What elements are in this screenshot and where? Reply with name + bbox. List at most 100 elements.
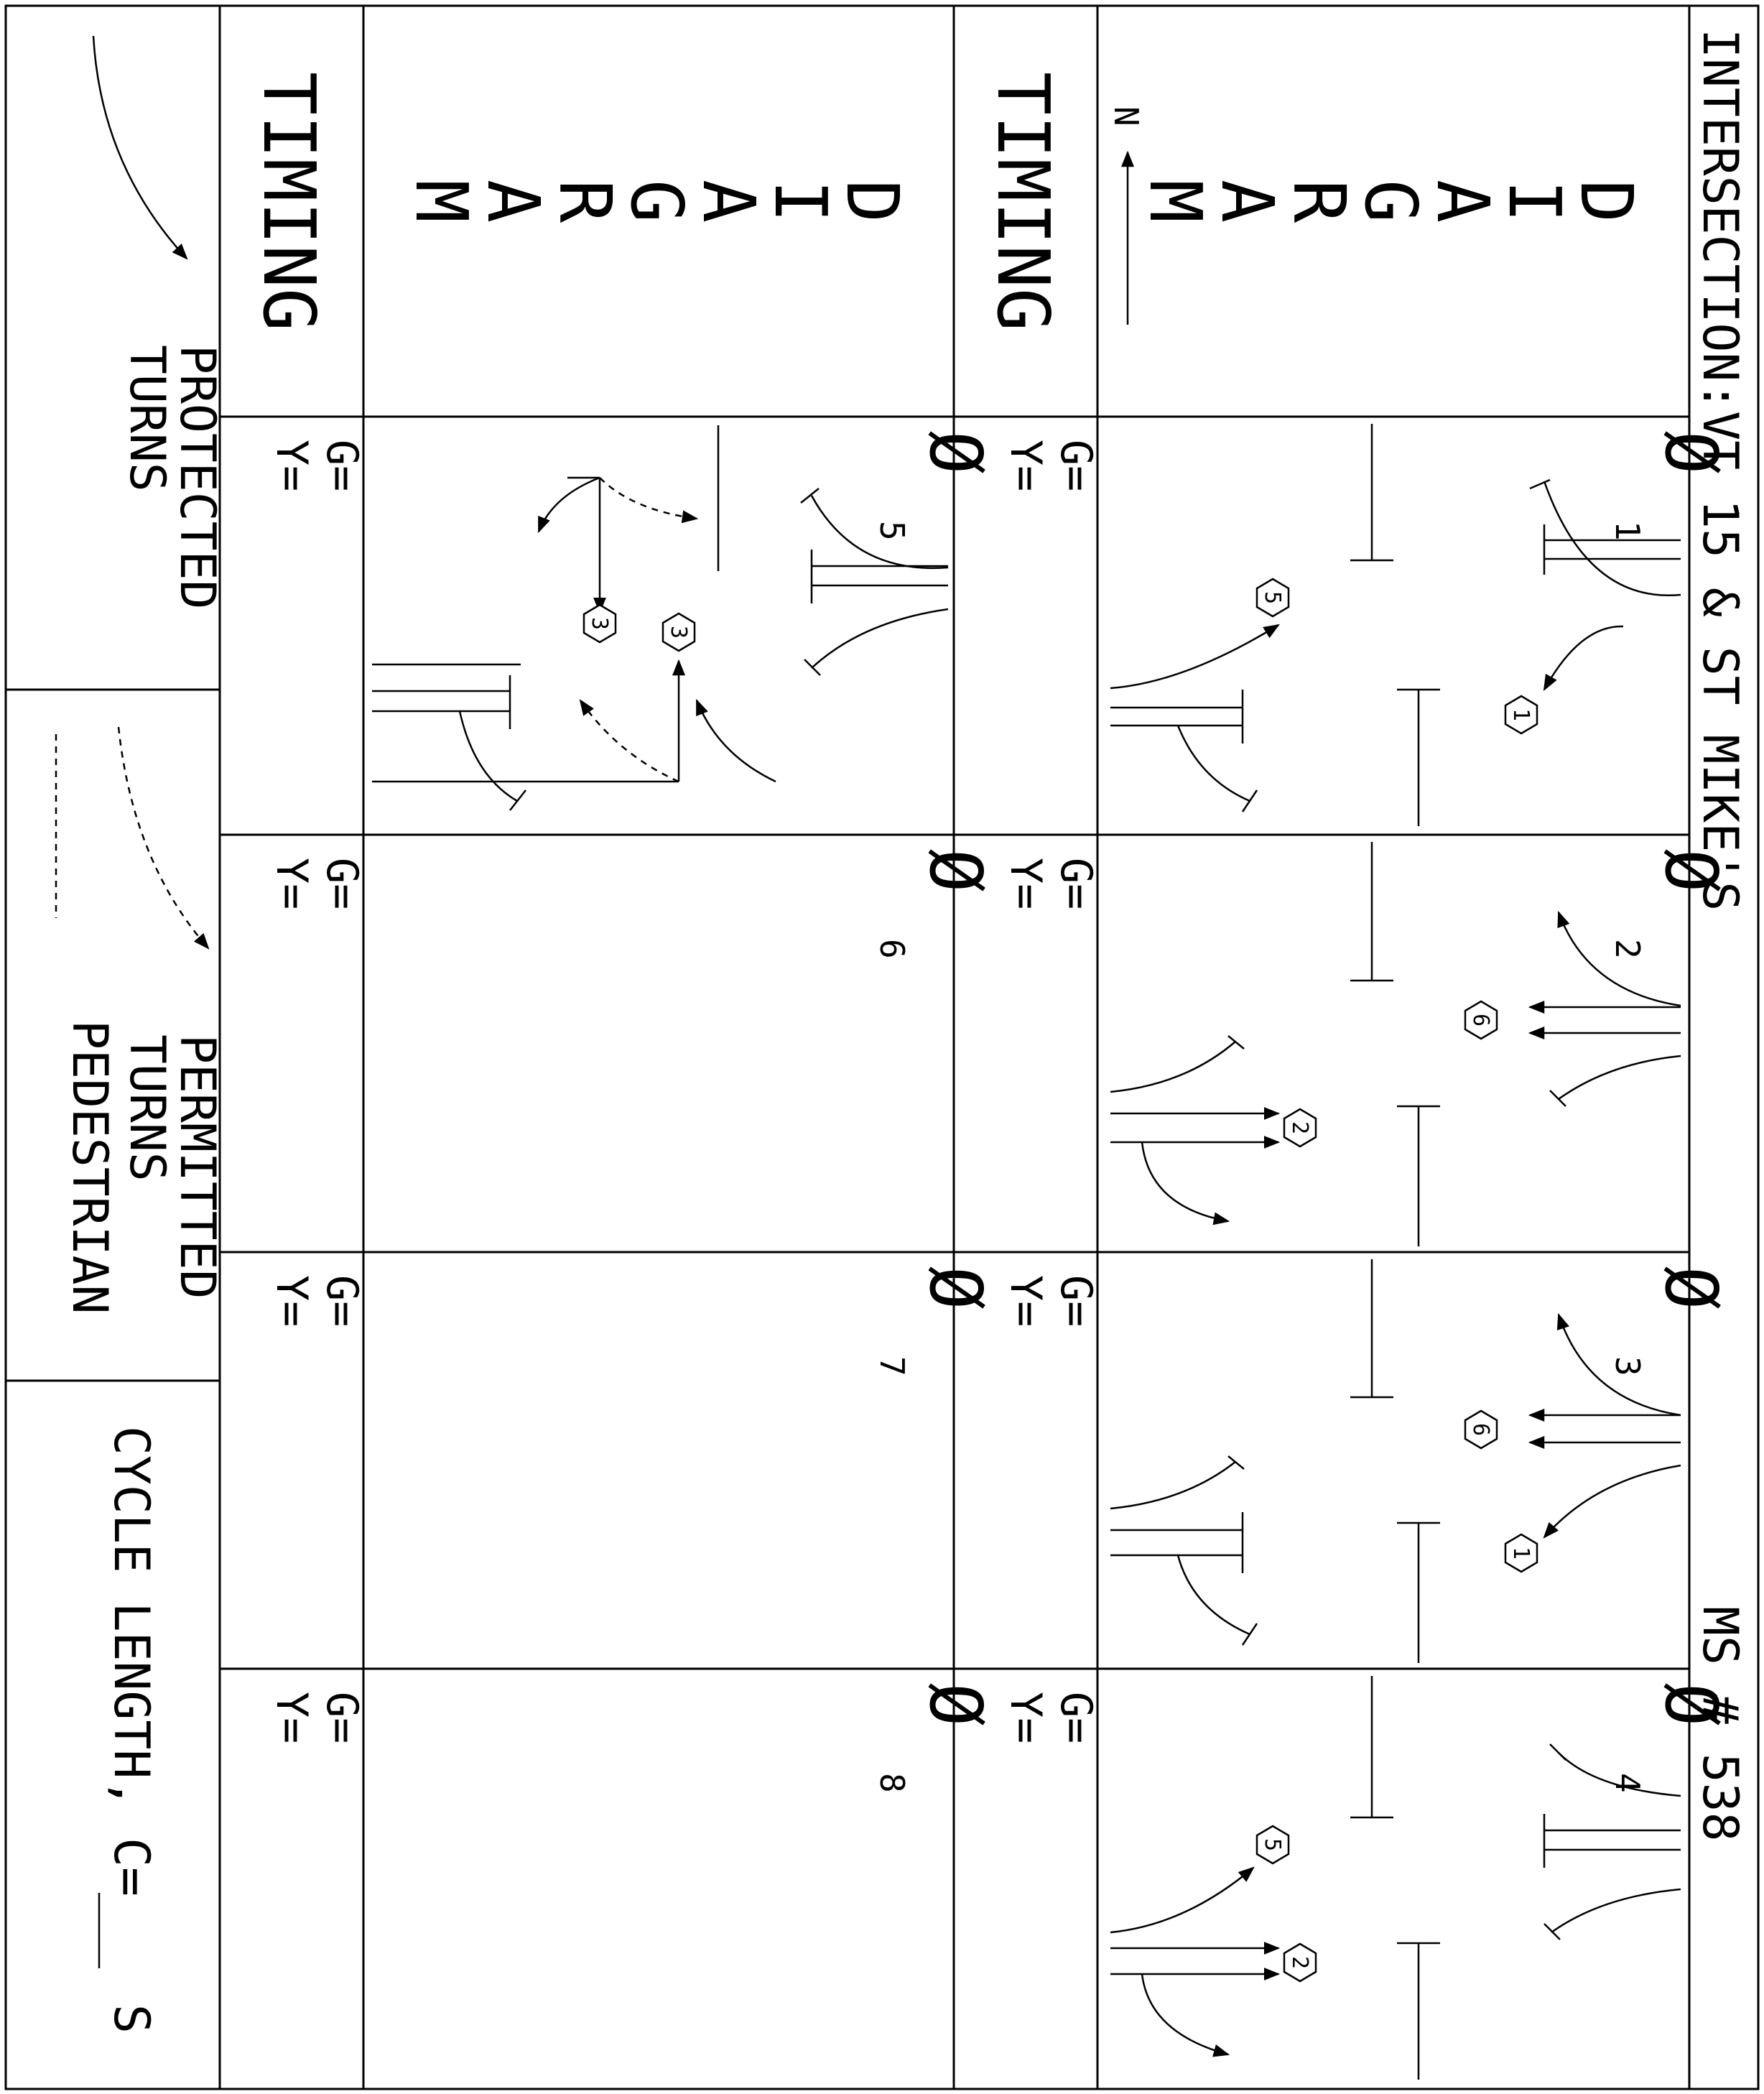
legend-protected-line2: TURNS [119, 345, 175, 492]
timing-cell-phase-8[interactable]: G= Y= [266, 1692, 367, 1743]
timing-cell-phase-2[interactable]: G= Y= [1001, 858, 1101, 909]
hex-badge-6: 6 [1464, 1409, 1498, 1450]
diagram-letter-d: D [830, 180, 914, 223]
phi-icon: Ø [1649, 1683, 1733, 1726]
diagram-letter-m: M [1133, 180, 1217, 223]
svg-text:6: 6 [1468, 1014, 1493, 1027]
phase-number: 7 [873, 1356, 911, 1376]
timing-label-top: TIMING [981, 72, 1065, 331]
phase-3-diagram: 6 1 [1110, 1259, 1681, 1663]
cycle-length-label: CYCLE LENGTH, C= [103, 1426, 159, 1896]
diagram-letter-m: M [399, 180, 483, 223]
phi-icon: Ø [914, 1683, 998, 1726]
legend-protected: PROTECTED TURNS [92, 35, 226, 609]
legend-protected-line1: PROTECTED [169, 345, 226, 609]
phi-icon: Ø [1649, 849, 1733, 892]
legend-permitted: PERMITTED TURNS [117, 726, 226, 1299]
phase-4-label: Ø 4 [1608, 1683, 1733, 1793]
phase-6-label: Ø 6 [873, 849, 998, 959]
phase-8-label: Ø 8 [873, 1683, 998, 1793]
cycle-length: CYCLE LENGTH, C= S [98, 1426, 159, 2034]
hex-badge-3: 3 [582, 603, 617, 644]
phase-1-label: Ø 1 [1608, 431, 1733, 541]
phase-number: 5 [873, 521, 911, 541]
green-time-label: G= [317, 440, 367, 491]
phase-1-diagram: 5 1 [1110, 424, 1681, 826]
timing-cell-phase-7[interactable]: G= Y= [266, 1275, 367, 1327]
legend-pedestrian-label: PEDESTRIAN [61, 1020, 118, 1314]
hex-badge-3: 3 [662, 612, 696, 652]
frame-grid [4, 4, 1760, 2090]
svg-text:3: 3 [587, 617, 612, 630]
hex-badge-2: 2 [1283, 1942, 1317, 1983]
diagram-letter-i: I [758, 180, 842, 223]
phi-icon: Ø [914, 849, 998, 892]
yellow-time-label: Y= [1001, 440, 1051, 491]
phase-number: 8 [873, 1773, 911, 1793]
diagram-letter-g: G [1349, 180, 1433, 223]
phase-number: 3 [1608, 1356, 1647, 1376]
yellow-time-label: Y= [266, 1692, 317, 1743]
green-time-label: G= [1051, 1275, 1101, 1327]
timing-cell-phase-4[interactable]: G= Y= [1001, 1692, 1101, 1743]
yellow-time-label: Y= [1001, 1692, 1051, 1743]
svg-text:5: 5 [1260, 591, 1285, 604]
cycle-unit-label: S [103, 2004, 159, 2034]
yellow-time-label: Y= [266, 1275, 317, 1327]
green-time-label: G= [1051, 440, 1101, 491]
svg-text:2: 2 [1287, 1121, 1312, 1134]
diagram-letter-a: A [687, 180, 771, 223]
phi-icon: Ø [1649, 431, 1733, 474]
phase-number: 6 [873, 939, 911, 959]
diagram-letter-g: G [615, 180, 699, 223]
timing-cell-phase-6[interactable]: G= Y= [266, 858, 367, 909]
intersection-title: INTERSECTION:VT 15 & ST MIKE'S [1691, 29, 1748, 911]
phase-number: 2 [1608, 939, 1647, 959]
green-time-label: G= [317, 1275, 367, 1327]
svg-text:3: 3 [666, 626, 691, 639]
phase-number: 1 [1608, 521, 1647, 541]
yellow-time-label: Y= [1001, 1275, 1051, 1327]
yellow-time-label: Y= [266, 858, 317, 909]
green-time-label: G= [1051, 858, 1101, 909]
svg-text:5: 5 [1260, 1838, 1285, 1851]
yellow-time-label: Y= [266, 440, 317, 491]
timing-cell-phase-3[interactable]: G= Y= [1001, 1275, 1101, 1327]
green-time-label: G= [317, 1692, 367, 1743]
hex-badge-5: 5 [1255, 1825, 1290, 1865]
ms-number: MS # 538 [1691, 1606, 1748, 1842]
diagram-letter-a: A [1421, 180, 1505, 223]
diagram-letter-r: R [1277, 180, 1361, 223]
hex-badge-2: 2 [1283, 1108, 1317, 1148]
phase-5-diagram: 3 3 [372, 425, 949, 811]
diagram-letter-d: D [1564, 180, 1648, 223]
phase-4-diagram: 5 2 [1110, 1676, 1681, 2080]
yellow-time-label: Y= [1001, 858, 1051, 909]
phase-3-label: Ø 3 [1608, 1266, 1733, 1376]
diagram-letter-r: R [543, 180, 627, 223]
svg-text:1: 1 [1508, 1547, 1533, 1560]
hex-badge-6: 6 [1464, 1000, 1498, 1040]
timing-cell-phase-1[interactable]: G= Y= [1001, 440, 1101, 491]
phi-icon: Ø [1649, 1266, 1733, 1310]
svg-text:6: 6 [1468, 1423, 1493, 1436]
diagram-letter-i: I [1493, 180, 1577, 223]
legend-pedestrian: PEDESTRIAN [55, 734, 118, 1314]
north-label: N [1107, 106, 1146, 126]
phi-icon: Ø [914, 1266, 998, 1310]
diagram-letters-bottom: D I A G R A M [399, 180, 914, 223]
north-arrow: N [1107, 106, 1146, 325]
svg-text:1: 1 [1508, 708, 1533, 721]
timing-cell-phase-5[interactable]: G= Y= [266, 440, 367, 491]
phase-5-label: Ø 5 [873, 431, 998, 541]
phi-icon: Ø [914, 431, 998, 474]
hex-badge-1: 1 [1504, 1533, 1538, 1573]
green-time-label: G= [1051, 1692, 1101, 1743]
legend-permitted-line1: PERMITTED [169, 1034, 226, 1299]
timing-label-bottom: TIMING [247, 72, 331, 331]
green-time-label: G= [317, 858, 367, 909]
phase-2-label: Ø 2 [1608, 849, 1733, 959]
diagram-letter-a2: A [471, 180, 555, 223]
diagram-letters-top: D I A G R A M [1133, 180, 1648, 223]
